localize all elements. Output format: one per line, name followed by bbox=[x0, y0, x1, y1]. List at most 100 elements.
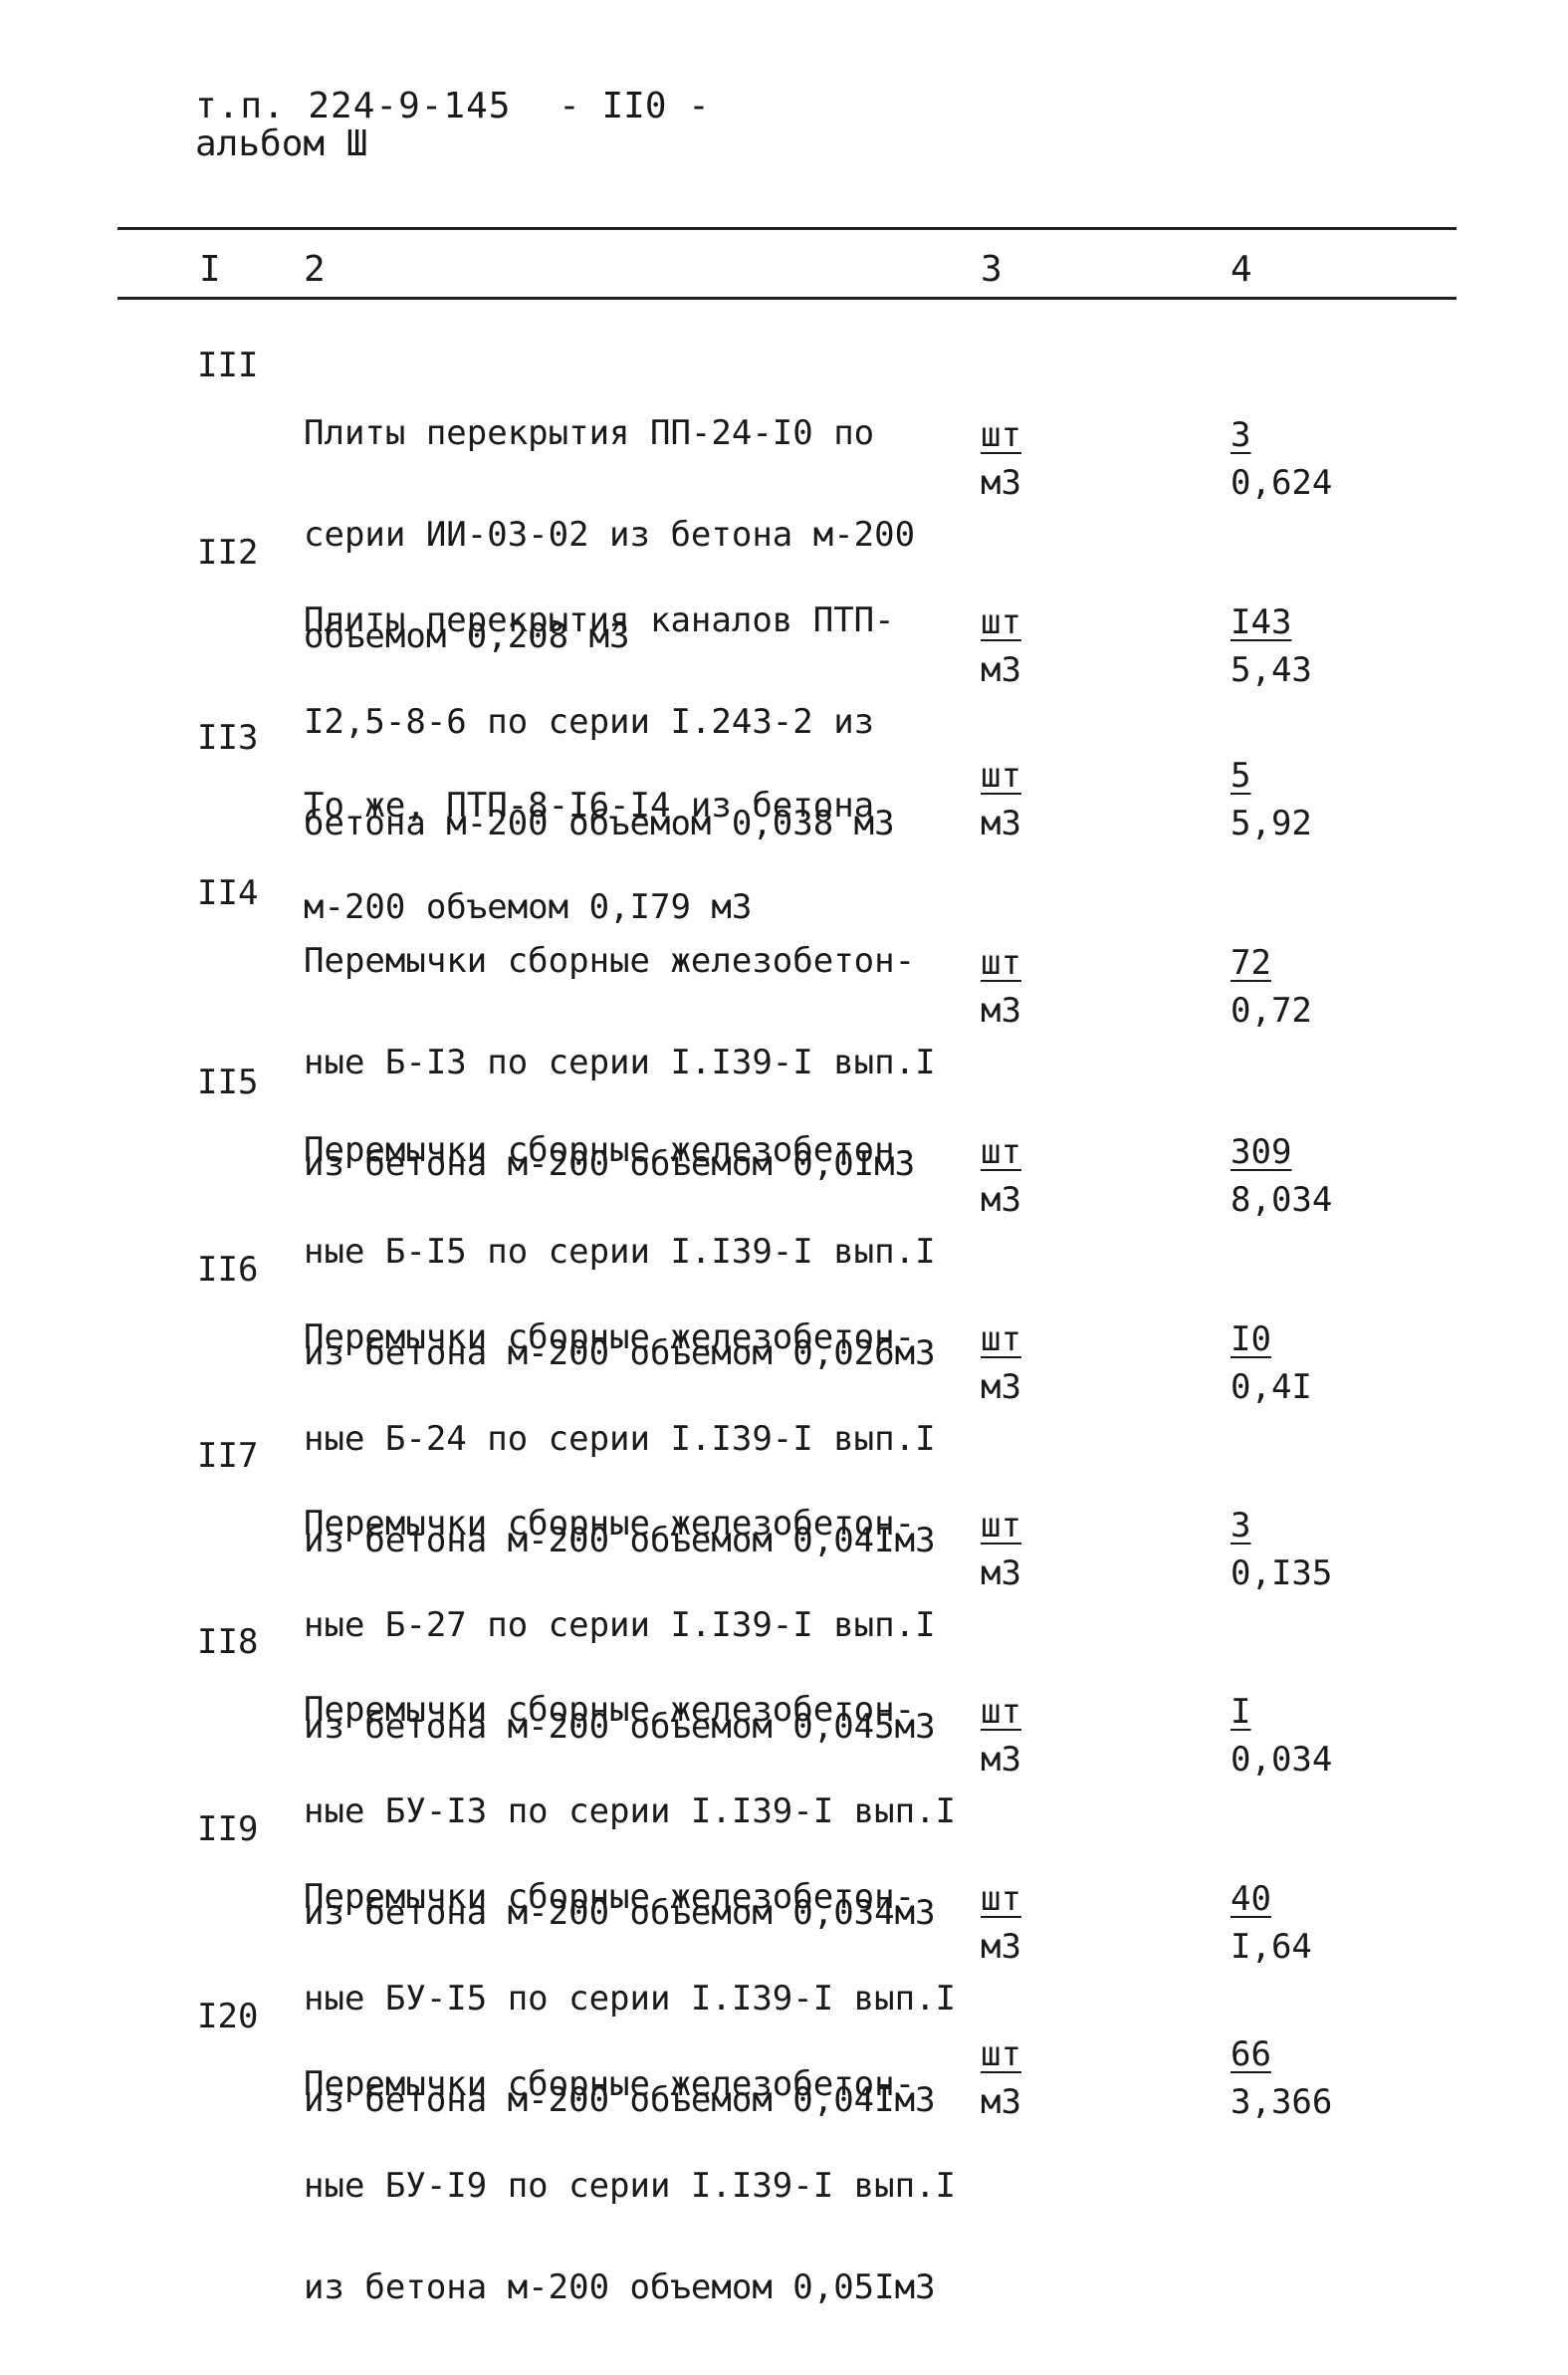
desc-line: Плиты перекрытия каналов ПТП- bbox=[304, 600, 895, 640]
unit-volume: м3 bbox=[981, 1927, 1021, 1967]
row-number: II2 bbox=[197, 533, 259, 573]
desc-line: Перемычки сборные железобетон- bbox=[304, 1877, 916, 1917]
unit-pieces: шт bbox=[981, 1319, 1021, 1359]
unit-volume: м3 bbox=[981, 2082, 1021, 2122]
header-line-1: т.п. 224-9-145 - II0 - bbox=[195, 88, 736, 125]
desc-line: ные Б-I3 по серии I.I39-I вып.I bbox=[304, 1043, 936, 1082]
column-header-2: 2 bbox=[304, 249, 326, 290]
row-description: Перемычки сборные железобетон- ные БУ-I9… bbox=[304, 2000, 981, 2372]
volume-value: 0,I35 bbox=[1231, 1553, 1333, 1593]
desc-line: бетона м-200 объемом 0,038 м3 bbox=[304, 804, 895, 843]
row-number: II3 bbox=[197, 718, 259, 758]
unit-pieces: шт bbox=[981, 602, 1021, 642]
desc-line: То же, ПТП-8-I6-I4 из бетона bbox=[304, 786, 875, 826]
desc-line: из бетона м-200 объемом 0,04Iм3 bbox=[304, 2080, 936, 2120]
quantity-value: 3 bbox=[1231, 415, 1251, 455]
desc-line: Перемычки сборные железобетон- bbox=[304, 2064, 916, 2104]
desc-line: ные Б-I5 по серии I.I39-I вып.I bbox=[304, 1232, 936, 1272]
unit-pieces: шт bbox=[981, 1692, 1021, 1732]
document-header: т.п. 224-9-145 - II0 - альбом Ш bbox=[195, 88, 736, 163]
unit-pieces: шт bbox=[981, 1879, 1021, 1919]
quantity-value: 72 bbox=[1231, 943, 1271, 983]
desc-line: ные БУ-I5 по серии I.I39-I вып.I bbox=[304, 1979, 957, 2019]
unit-volume: м3 bbox=[981, 650, 1021, 690]
quantity-value: I43 bbox=[1231, 602, 1292, 642]
column-header-4: 4 bbox=[1231, 249, 1252, 290]
quantity-value: I bbox=[1231, 1692, 1251, 1732]
row-number: II8 bbox=[197, 1622, 259, 1662]
table-header-rule bbox=[117, 297, 1456, 300]
unit-pieces: шт bbox=[981, 1132, 1021, 1172]
desc-line: ные Б-24 по серии I.I39-I вып.I bbox=[304, 1419, 936, 1459]
desc-line: Перемычки сборные железобетон- bbox=[304, 1317, 916, 1357]
desc-line: Перемычки сборные железобетон- bbox=[304, 1690, 916, 1730]
unit-volume: м3 bbox=[981, 804, 1021, 843]
quantity-value: 40 bbox=[1231, 1879, 1271, 1919]
quantity-value: 3 bbox=[1231, 1506, 1251, 1545]
desc-line: ные БУ-I9 по серии I.I39-I вып.I bbox=[304, 2166, 957, 2206]
desc-line: м-200 объемом 0,I79 м3 bbox=[304, 887, 753, 927]
row-description: Перемычки сборные железобетон- ные Б-I5 … bbox=[304, 1066, 981, 1438]
table-top-rule bbox=[117, 227, 1456, 230]
column-header-1: I bbox=[199, 249, 221, 290]
unit-pieces: шт bbox=[981, 756, 1021, 796]
desc-line: из бетона м-200 объемом 0,0Iм3 bbox=[304, 1144, 916, 1184]
column-header-3: 3 bbox=[981, 249, 1003, 290]
volume-value: 5,43 bbox=[1231, 650, 1312, 690]
desc-line: Перемычки сборные железобетон- bbox=[304, 941, 916, 981]
row-number: I20 bbox=[197, 1997, 259, 2036]
desc-line: из бетона м-200 объемом 0,034м3 bbox=[304, 1893, 936, 1933]
desc-line: из бетона м-200 объемом 0,04Iм3 bbox=[304, 1521, 936, 1560]
volume-value: 0,72 bbox=[1231, 991, 1312, 1031]
row-description: Перемычки сборные железобетон- ные Б-I3 … bbox=[304, 876, 981, 1249]
unit-volume: м3 bbox=[981, 1367, 1021, 1407]
volume-value: 8,034 bbox=[1231, 1180, 1333, 1220]
volume-value: 0,4I bbox=[1231, 1367, 1312, 1407]
desc-line: объемом 0,208 м3 bbox=[304, 616, 630, 656]
row-description: Перемычки сборные железобетон- ные Б-27 … bbox=[304, 1439, 981, 1811]
unit-volume: м3 bbox=[981, 991, 1021, 1031]
unit-pieces: шт bbox=[981, 1506, 1021, 1545]
desc-line: из бетона м-200 объемом 0,045м3 bbox=[304, 1707, 936, 1747]
unit-pieces: шт bbox=[981, 2034, 1021, 2074]
row-description: Плиты перекрытия ПП-24-I0 по серии ИИ-03… bbox=[304, 349, 981, 721]
volume-value: 5,92 bbox=[1231, 804, 1312, 843]
desc-line: из бетона м-200 объемом 0,05Iм3 bbox=[304, 2267, 936, 2307]
album-label: альбом Ш bbox=[195, 123, 368, 164]
desc-line: Перемычки сборные железобетон- bbox=[304, 1504, 916, 1544]
quantity-value: I0 bbox=[1231, 1319, 1271, 1359]
row-number: II7 bbox=[197, 1436, 259, 1476]
row-number: II5 bbox=[197, 1063, 259, 1102]
unit-volume: м3 bbox=[981, 1740, 1021, 1780]
row-number: III bbox=[197, 346, 259, 385]
row-description: То же, ПТП-8-I6-I4 из бетона м-200 объем… bbox=[304, 721, 981, 992]
row-description: Перемычки сборные железобетон- ные БУ-I3… bbox=[304, 1625, 981, 1998]
desc-line: I2,5-8-6 по серии I.243-2 из bbox=[304, 702, 875, 742]
desc-line: Перемычки сборные железобетон- bbox=[304, 1130, 916, 1170]
unit-volume: м3 bbox=[981, 1553, 1021, 1593]
desc-line: из бетона м-200 объемом 0,026м3 bbox=[304, 1333, 936, 1373]
desc-line: серии ИИ-03-02 из бетона м-200 bbox=[304, 515, 916, 555]
quantity-value: 309 bbox=[1231, 1132, 1292, 1172]
desc-line: Плиты перекрытия ПП-24-I0 по bbox=[304, 413, 875, 453]
unit-volume: м3 bbox=[981, 463, 1021, 503]
row-number: II6 bbox=[197, 1250, 259, 1290]
volume-value: I,64 bbox=[1231, 1927, 1312, 1967]
page-number: - II0 - bbox=[559, 86, 710, 126]
desc-line: ные Б-27 по серии I.I39-I вып.I bbox=[304, 1605, 936, 1645]
unit-volume: м3 bbox=[981, 1180, 1021, 1220]
volume-value: 0,624 bbox=[1231, 463, 1333, 503]
unit-pieces: шт bbox=[981, 943, 1021, 983]
quantity-value: 66 bbox=[1231, 2034, 1271, 2074]
row-number: II9 bbox=[197, 1809, 259, 1849]
project-code: т.п. 224-9-145 bbox=[195, 86, 512, 126]
desc-line: ные БУ-I3 по серии I.I39-I вып.I bbox=[304, 1791, 957, 1831]
volume-value: 3,366 bbox=[1231, 2082, 1333, 2122]
row-description: Перемычки сборные железобетон- ные БУ-I5… bbox=[304, 1812, 981, 2185]
unit-pieces: шт bbox=[981, 415, 1021, 455]
volume-value: 0,034 bbox=[1231, 1740, 1333, 1780]
quantity-value: 5 bbox=[1231, 756, 1251, 796]
row-description: Перемычки сборные железобетон- ные Б-24 … bbox=[304, 1253, 981, 1625]
row-number: II4 bbox=[197, 873, 259, 913]
row-description: Плиты перекрытия каналов ПТП- I2,5-8-6 п… bbox=[304, 536, 981, 908]
